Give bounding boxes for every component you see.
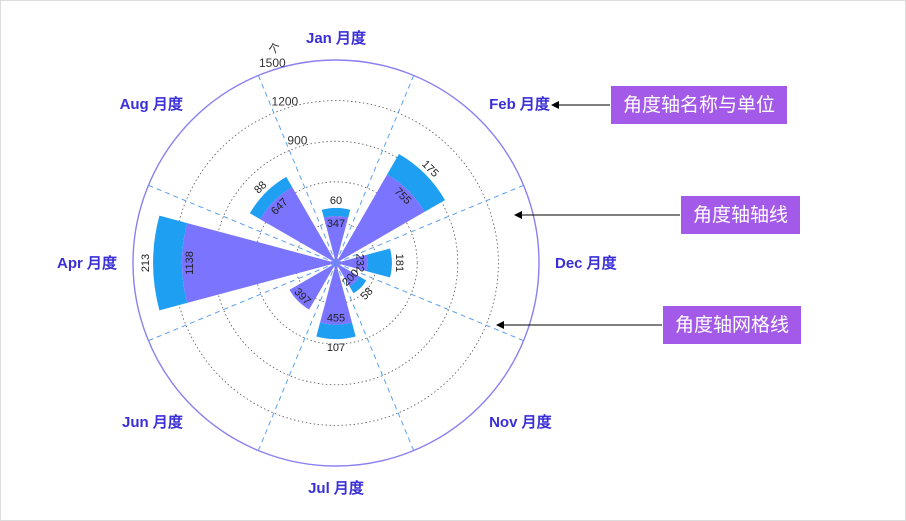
- bars: [153, 154, 445, 340]
- angle-axis-label: Nov 月度: [489, 413, 553, 431]
- bar-segment-series-1: [260, 187, 336, 263]
- radial-tick-label: 1200: [272, 95, 299, 109]
- radial-unit-label: 个: [267, 40, 283, 57]
- sector-grid-line: [335, 262, 415, 451]
- sector-grid-line: [257, 75, 337, 264]
- bar-segment-series-1: [336, 254, 368, 272]
- annotation-angle-grid-line: 角度轴网格线: [663, 306, 802, 344]
- angle-grid-lines: [148, 75, 524, 451]
- grid-ring: [173, 100, 499, 426]
- annotation-angle-axis-line: 角度轴轴线: [681, 196, 801, 234]
- bar-segment-series-2: [387, 154, 445, 212]
- sector-grid-line: [257, 262, 337, 451]
- data-label: 60: [330, 195, 342, 207]
- radial-tick-label: 900: [287, 133, 307, 147]
- angle-axis-label: Feb 月度: [489, 95, 551, 113]
- data-label: 107: [327, 342, 345, 354]
- bar-segment-series-2: [249, 176, 293, 220]
- grid-ring: [254, 181, 418, 345]
- sector-grid-line: [335, 75, 415, 264]
- bar-segment-series-2: [316, 322, 356, 340]
- data-label: 1138: [184, 251, 196, 275]
- annotation-angle-axis-name: 角度轴名称与单位: [611, 86, 788, 124]
- bar-segment-series-1: [289, 263, 336, 310]
- data-label: 58: [358, 285, 375, 302]
- angle-axis-label: Jan 月度: [306, 29, 367, 47]
- radial-tick-label: 1500: [259, 56, 286, 70]
- sector-grid-line: [148, 262, 337, 342]
- grid-ring: [213, 140, 459, 386]
- sector-grid-line: [148, 184, 337, 264]
- data-label: 232: [353, 254, 365, 272]
- angle-axis-line: [132, 59, 540, 467]
- sector-grid-line: [335, 184, 524, 264]
- bar-segment-series-1: [336, 174, 425, 263]
- bar-segment-series-2: [153, 215, 188, 311]
- angle-axis-label: Apr 月度: [57, 254, 118, 272]
- data-label: 455: [327, 313, 345, 325]
- sector-grid-line: [335, 262, 524, 342]
- angle-axis-labels: Jan 月度 Feb 月度 Dec 月度 Nov 月度 Jul 月度 Jun 月度 Apr …: [57, 29, 618, 497]
- bar-segment-series-2: [349, 276, 367, 294]
- bar-segment-series-1: [320, 263, 352, 325]
- angle-axis-label: Dec 月度: [555, 254, 618, 272]
- angle-axis-label: Aug 月度: [120, 95, 184, 113]
- angle-axis-label: Jun 月度: [122, 413, 184, 431]
- annotation-arrows: [496, 101, 680, 329]
- bar-segment-series-1: [181, 223, 336, 303]
- data-label: 347: [327, 218, 345, 230]
- bar-segment-series-2: [366, 248, 392, 278]
- data-label: 181: [393, 254, 405, 272]
- angle-axis-label: Jul 月度: [308, 479, 365, 497]
- bar-segment-series-2: [321, 207, 351, 218]
- bar-segment-series-1: [323, 216, 349, 263]
- data-label: 213: [140, 254, 152, 272]
- bar-segment-series-1: [336, 263, 360, 287]
